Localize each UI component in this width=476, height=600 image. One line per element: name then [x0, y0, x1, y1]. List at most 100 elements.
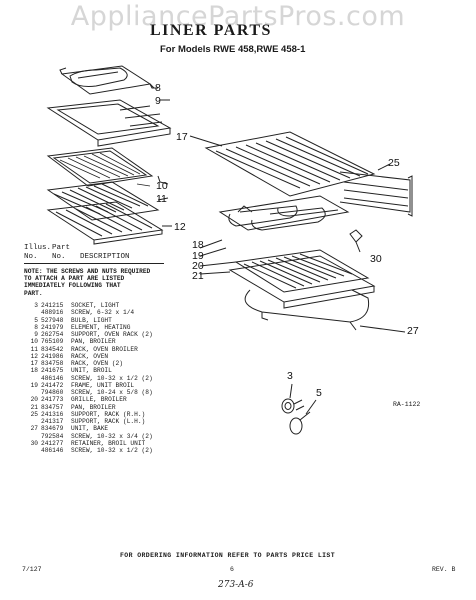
broil-unit-drawing	[218, 195, 350, 231]
part-description: SOCKET, LIGHT	[71, 302, 120, 309]
part-description: UNIT, BROIL	[71, 367, 112, 375]
part-no: 241215	[41, 302, 64, 309]
part-description: SUPPORT, OVEN RACK (2)	[71, 331, 153, 338]
illus-no	[24, 418, 41, 425]
broiler-pan-drawing	[46, 147, 154, 187]
part-description: RETAINER, BROIL UNIT	[71, 439, 146, 447]
revision: REV. B	[432, 566, 456, 573]
callout-18: 18	[192, 239, 204, 251]
parts-row: 794860 SCREW, 10-24 x 5/8 (8)	[24, 389, 174, 396]
callout-11: 11	[156, 193, 167, 205]
oven-rack-drawing	[46, 201, 164, 245]
illus-no: 27	[30, 425, 38, 433]
part-description: SCREW, 10-32 x 1/2 (2)	[71, 374, 153, 382]
light-bulb-drawing	[289, 399, 317, 435]
light-socket-drawing	[281, 383, 305, 414]
illus-no: 9	[34, 331, 38, 338]
illus-no: 19	[30, 381, 38, 389]
part-no: 486146	[41, 374, 64, 382]
part-no: 262754	[41, 331, 64, 338]
note-line: TO ATTACH A PART ARE LISTED	[24, 275, 125, 283]
watermark: AppliancePartsPros.com	[70, 1, 406, 32]
callout-5: 5	[316, 387, 322, 399]
callout-12: 12	[174, 221, 186, 233]
illus-no	[24, 389, 41, 396]
illus-no: 10	[30, 338, 38, 346]
header-rule	[24, 263, 164, 264]
part-description: RACK, OVEN BROILER	[71, 345, 138, 353]
part-description: SCREW, 10-24 x 5/8 (8)	[71, 389, 153, 396]
part-description: RACK, OVEN (2)	[71, 360, 123, 367]
handwritten-note: 273-A-6	[218, 580, 254, 590]
header-part: Part	[52, 244, 71, 252]
broiler-rack-drawing	[46, 181, 160, 221]
illus-no: 5	[34, 316, 38, 324]
part-description: GRILLE, BROILER	[71, 396, 127, 404]
header-description: DESCRIPTION	[80, 253, 130, 261]
illus-no: 21	[30, 403, 38, 411]
callout-17: 17	[176, 131, 188, 143]
heating-element-drawing	[59, 65, 155, 95]
illus-no: 30	[30, 439, 38, 447]
callout-25: 25	[388, 157, 400, 169]
illus-no: 8	[34, 323, 38, 331]
bake-unit-drawing	[244, 289, 406, 333]
callout-3: 3	[287, 370, 293, 382]
page-subtitle: For Models RWE 458,RWE 458-1	[160, 44, 306, 55]
rack-supports-drawing	[339, 163, 413, 217]
part-no: 834757	[41, 403, 64, 411]
broiler-grille-lines	[59, 152, 141, 179]
ordering-info: FOR ORDERING INFORMATION REFER TO PARTS …	[120, 552, 336, 559]
part-no: 834758	[41, 360, 64, 367]
header-no-2: No.	[52, 253, 66, 261]
rack-support-drawing	[46, 99, 172, 147]
header-no-1: No.	[24, 253, 38, 261]
parts-note: NOTE: THE SCREWS AND NUTS REQUIRED TO AT…	[24, 268, 174, 297]
illus-no: 11	[30, 345, 38, 353]
part-description: FRAME, UNIT BROIL	[71, 381, 135, 389]
part-no: 241316	[41, 410, 64, 418]
illus-no: 3	[34, 302, 38, 309]
illus-no	[24, 309, 41, 316]
illus-no: 12	[30, 352, 38, 360]
part-no: 794860	[41, 389, 64, 396]
part-description: SUPPORT, RACK (R.H.)	[71, 410, 146, 418]
note-line: IMMEDIATELY FOLLOWING THAT	[24, 282, 121, 290]
part-no: 834542	[41, 345, 64, 353]
callout-21: 21	[192, 270, 204, 282]
part-description: RACK, OVEN	[71, 352, 109, 360]
illus-no: 20	[30, 396, 38, 404]
illus-no: 18	[30, 367, 38, 375]
part-no: 241773	[41, 396, 64, 404]
footer-code: 7/127	[22, 566, 42, 573]
part-no: 765109	[41, 338, 64, 346]
illus-no: 17	[30, 360, 38, 367]
part-no: 241986	[41, 352, 64, 360]
retainer-drawing	[349, 229, 363, 253]
illus-no	[24, 375, 41, 382]
part-no: 241675	[41, 367, 64, 375]
part-no: 486146	[41, 447, 64, 454]
part-description: UNIT, BAKE	[71, 425, 109, 433]
part-description: PAN, BROILER	[71, 338, 116, 346]
broiler-pan-21-drawing	[228, 255, 376, 309]
part-no: 792584	[41, 432, 64, 440]
part-description: SUPPORT, RACK (L.H.)	[71, 418, 146, 425]
part-description: SCREW, 6-32 x 1/4	[71, 309, 135, 317]
part-no: 241472	[41, 381, 64, 389]
callout-10: 10	[156, 180, 168, 192]
illus-no: 25	[30, 410, 38, 418]
